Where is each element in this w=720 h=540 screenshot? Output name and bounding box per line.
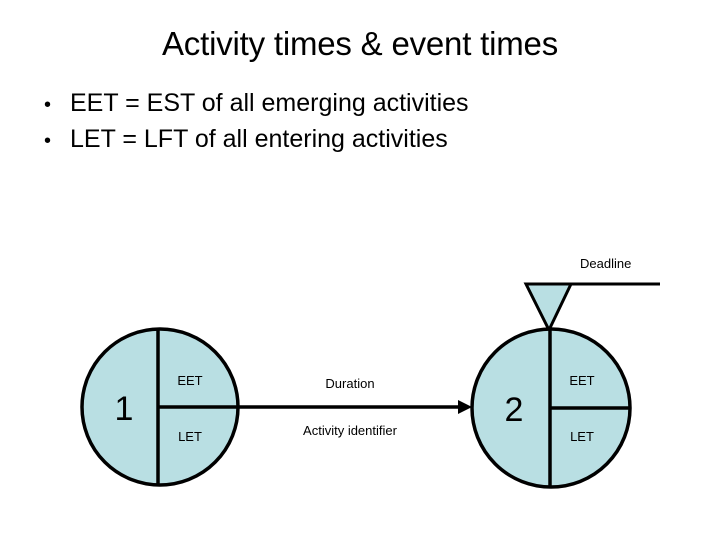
edge-activity-identifier-label: Activity identifier	[303, 423, 398, 438]
node-2-let-label: LET	[570, 429, 594, 444]
node-2-number: 2	[505, 391, 524, 429]
bullet-list: • EET = EST of all emerging activities •…	[44, 86, 664, 158]
bullet-point-icon: •	[44, 130, 52, 152]
activity-arrow	[228, 400, 472, 414]
edge-duration-label: Duration	[325, 376, 374, 391]
list-item: • EET = EST of all emerging activities	[44, 86, 664, 122]
bullet-point-icon: •	[44, 94, 52, 116]
list-item-label: LET = LFT of all entering activities	[70, 125, 448, 153]
node-2-eet-label: EET	[569, 373, 594, 388]
node-1-eet-label: EET	[177, 373, 202, 388]
node-1-number: 1	[115, 390, 134, 428]
page-title: Activity times & event times	[161, 25, 558, 62]
node-1: 1 EET LET	[80, 327, 240, 487]
node-1-let-label: LET	[178, 429, 202, 444]
deadline-triangle-icon	[523, 282, 574, 334]
list-item-label: EET = EST of all emerging activities	[70, 89, 469, 117]
node-2: 2 EET LET	[470, 327, 632, 489]
arrow-head-icon	[458, 400, 472, 414]
list-item: • LET = LFT of all entering activities	[44, 122, 664, 158]
deadline-marker	[523, 282, 660, 334]
deadline-label: Deadline	[580, 256, 631, 271]
